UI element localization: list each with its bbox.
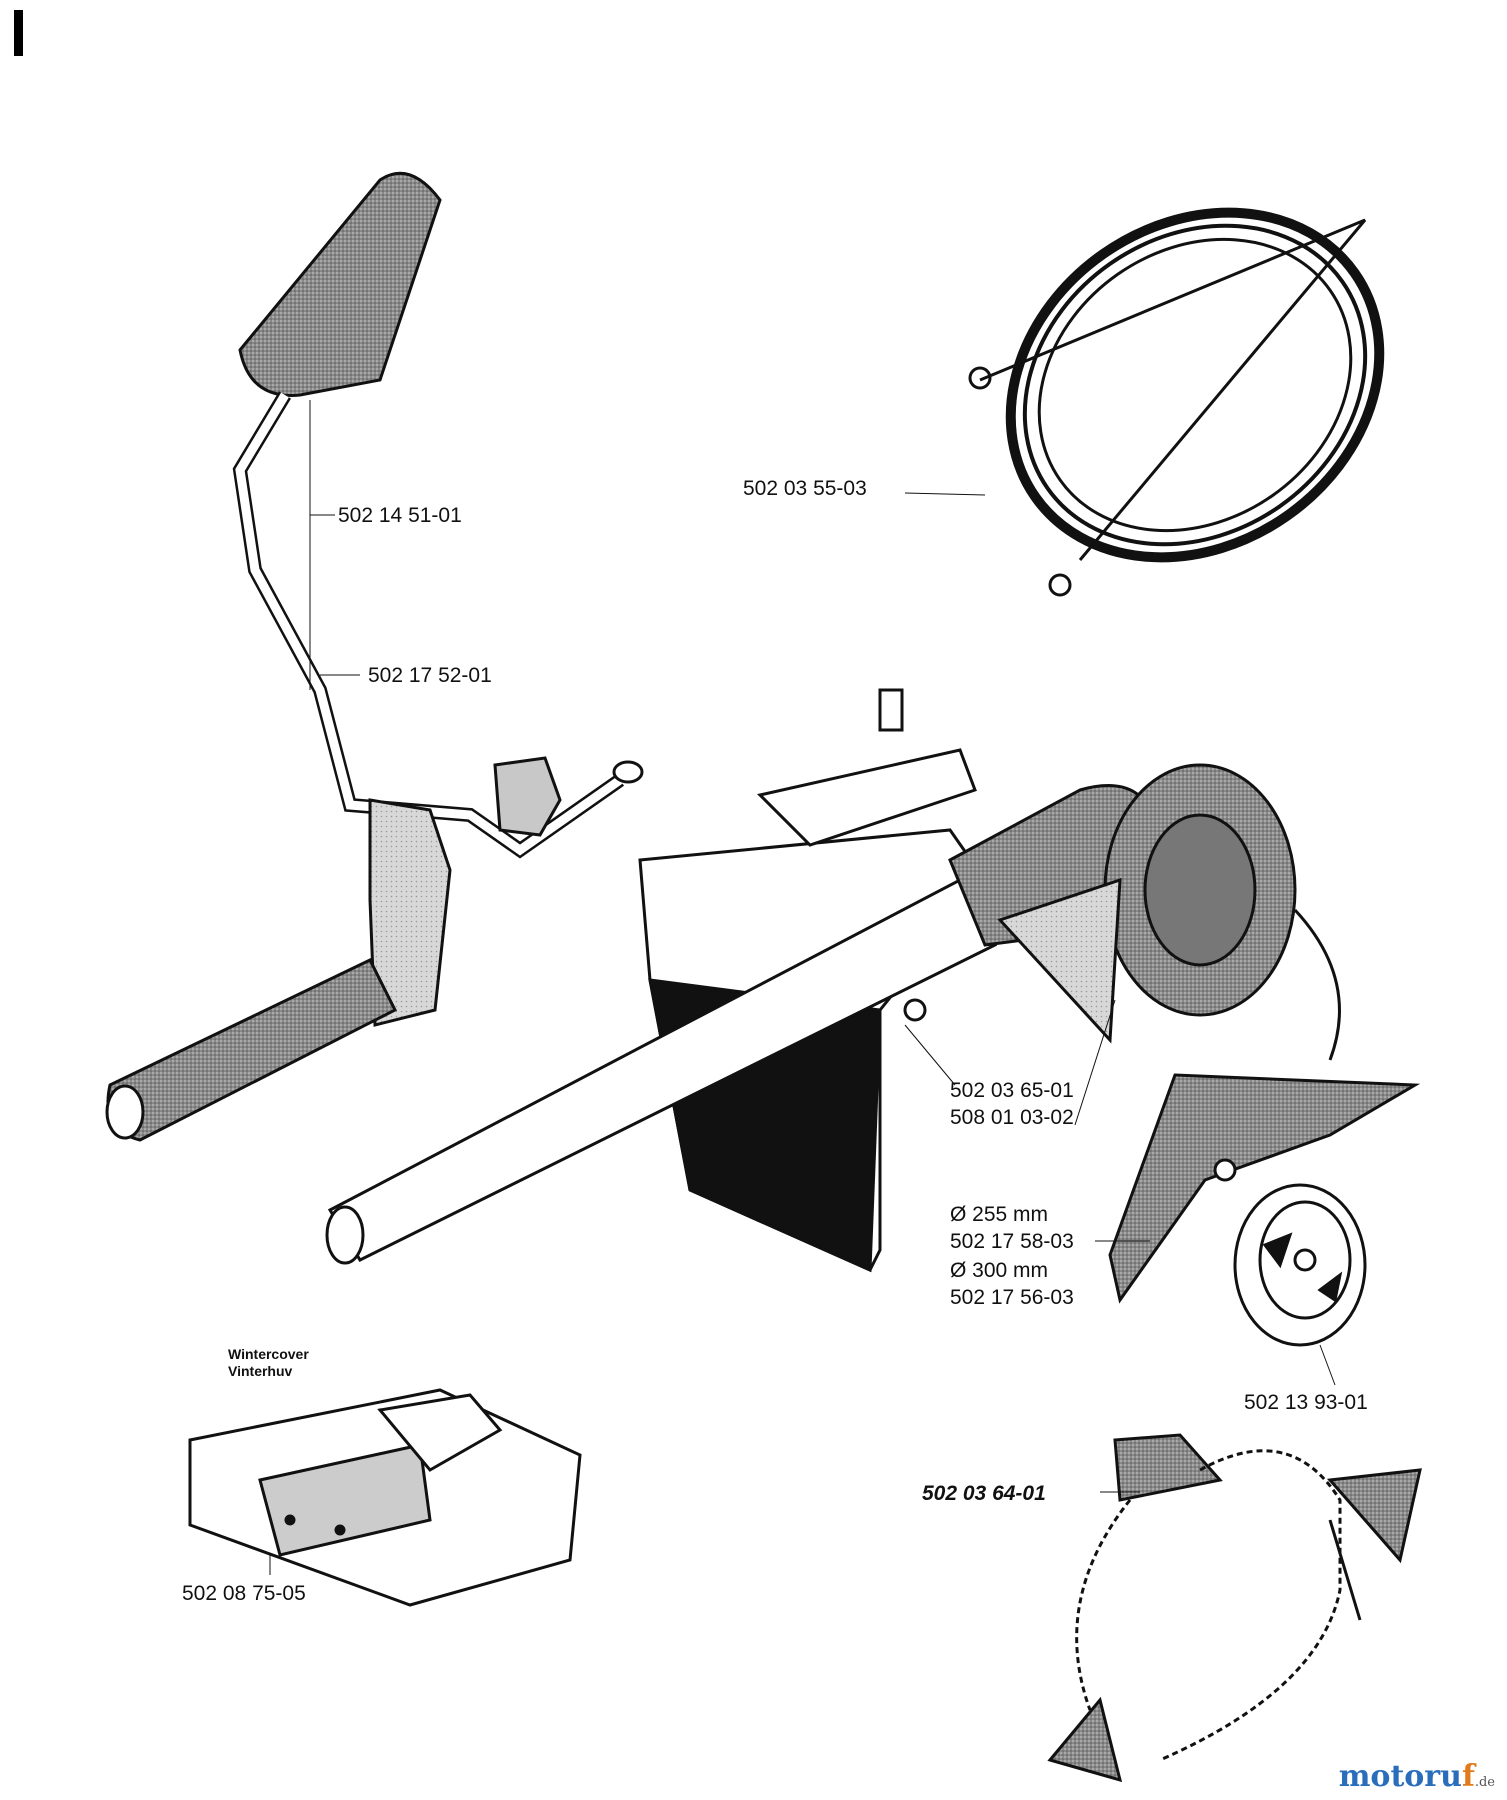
watermark-tld: .de	[1474, 1775, 1495, 1790]
bar-clamp	[493, 756, 562, 837]
label-blade-255-dim: Ø 255 mm	[950, 1203, 1049, 1226]
top-grip	[238, 171, 442, 397]
label-wintercover: 502 08 75-05	[182, 1582, 306, 1605]
trimmer-line-coil	[968, 207, 1385, 597]
side-grip	[106, 958, 398, 1142]
side-handle-body	[368, 798, 452, 1027]
label-wintercover-title-2: Vinterhuv	[228, 1363, 293, 1379]
label-blade-300-pn: 502 17 56-03	[950, 1286, 1074, 1309]
watermark-logo: motoruf.de	[1339, 1759, 1495, 1794]
label-screw-nut-1: 502 03 65-01	[950, 1079, 1074, 1102]
harness	[1047, 1433, 1422, 1783]
label-handle-grip: 502 14 51-01	[338, 504, 462, 527]
watermark-text: motoru	[1338, 1759, 1462, 1794]
handlebar-assembly	[105, 171, 644, 1142]
label-blade-300-dim: Ø 300 mm	[950, 1259, 1049, 1282]
page-corner-mark	[14, 10, 23, 56]
shaft-clamp	[757, 748, 977, 847]
label-spool: 502 13 93-01	[1244, 1391, 1368, 1414]
label-blade-255-pn: 502 17 58-03	[950, 1230, 1074, 1253]
label-handlebar: 502 17 52-01	[368, 664, 492, 687]
winter-cover	[188, 1388, 582, 1607]
label-trimmer-line: 502 03 55-03	[743, 477, 867, 500]
spool	[1233, 1183, 1367, 1347]
watermark-f: f	[1461, 1759, 1475, 1794]
label-wintercover-title-1: Wintercover	[228, 1346, 309, 1362]
label-harness: 502 03 64-01	[922, 1482, 1046, 1505]
handlebar-tube	[232, 391, 625, 859]
shaft-and-gearhead	[325, 688, 1341, 1273]
grass-blade	[1108, 1073, 1421, 1304]
label-screw-nut-2: 508 01 03-02	[950, 1106, 1074, 1129]
